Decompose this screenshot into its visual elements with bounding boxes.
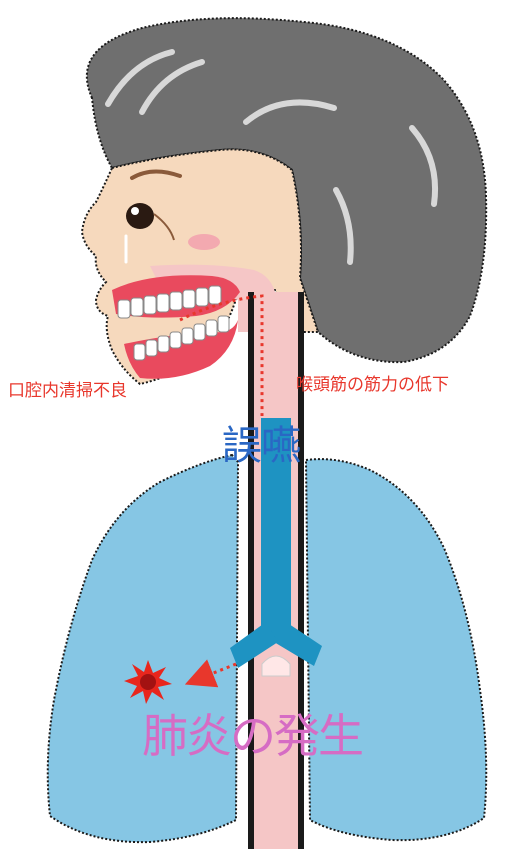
oral-hygiene-label: 口腔内清掃不良 bbox=[8, 376, 127, 401]
left-lung bbox=[48, 455, 238, 842]
right-lung bbox=[306, 459, 486, 840]
aspiration-label: 誤嚥 bbox=[222, 413, 300, 471]
pharyngeal-muscle-label: 喉頭筋の筋力の低下 bbox=[296, 370, 449, 395]
eye-highlight bbox=[131, 207, 139, 215]
cheek-blush bbox=[188, 234, 220, 250]
eye-icon bbox=[126, 203, 154, 229]
pneumonia-label: 肺炎の発生 bbox=[142, 700, 362, 766]
